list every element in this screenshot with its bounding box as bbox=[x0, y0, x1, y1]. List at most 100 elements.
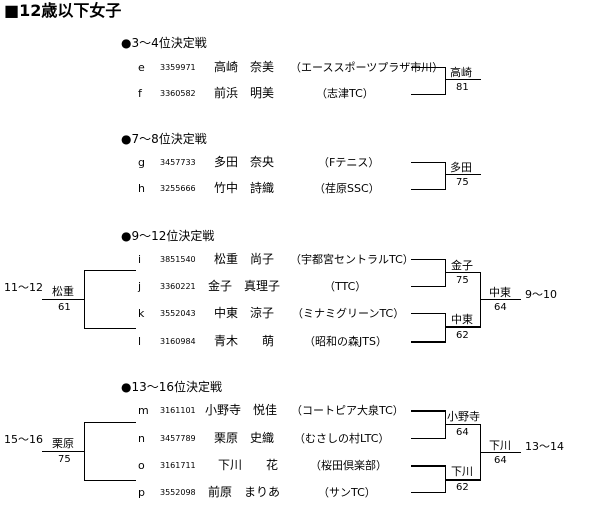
player-name: 前原 まりあ bbox=[208, 485, 281, 499]
seed-label: f bbox=[138, 87, 142, 100]
bracket-line bbox=[411, 465, 446, 467]
bracket-line bbox=[411, 189, 446, 190]
player-name: 青木 萌 bbox=[214, 334, 275, 348]
player-club: （桜田倶楽部） bbox=[310, 459, 387, 472]
bracket-winner-name: 下川 bbox=[489, 439, 511, 452]
bracket-line bbox=[445, 162, 446, 190]
bracket-line bbox=[84, 422, 136, 423]
placement-label: 13～14 bbox=[525, 440, 564, 453]
bracket-line bbox=[411, 259, 446, 260]
seed-label: m bbox=[138, 404, 149, 417]
bracket-score: 62 bbox=[456, 482, 469, 493]
bracket-score: 75 bbox=[456, 177, 469, 188]
bracket-line bbox=[445, 313, 446, 343]
bracket-line bbox=[445, 67, 446, 95]
bracket-winner-name: 多田 bbox=[450, 161, 472, 174]
player-name: 前浜 明美 bbox=[214, 86, 275, 100]
bracket-line bbox=[480, 272, 481, 328]
bracket-line bbox=[411, 286, 446, 287]
bracket-line bbox=[411, 492, 446, 493]
bracket-winner-name: 中東 bbox=[451, 313, 473, 326]
seed-label: o bbox=[138, 459, 145, 472]
seed-label: k bbox=[138, 307, 145, 320]
bracket-line bbox=[84, 270, 136, 271]
bracket-score: 75 bbox=[58, 454, 71, 465]
bracket-loser-name: 松重 bbox=[52, 285, 74, 298]
bracket-line bbox=[411, 67, 446, 68]
bracket-score: 75 bbox=[456, 275, 469, 286]
bracket-line bbox=[445, 326, 481, 328]
section-heading: ●9～12位決定戦 bbox=[121, 229, 215, 243]
bracket-line bbox=[411, 410, 446, 412]
bracket-line bbox=[411, 341, 446, 343]
bracket-score: 64 bbox=[456, 427, 469, 438]
bracket-line bbox=[445, 79, 481, 80]
bracket-score: 64 bbox=[494, 302, 507, 313]
player-id: 3360582 bbox=[160, 89, 196, 98]
player-name: 栗原 史織 bbox=[214, 431, 275, 445]
player-club: （サンTC） bbox=[318, 486, 376, 499]
section-heading: ●13～16位決定戦 bbox=[121, 380, 223, 394]
bracket-line bbox=[445, 259, 446, 287]
bracket-line bbox=[42, 451, 85, 452]
player-name: 中東 涼子 bbox=[214, 306, 275, 320]
player-id: 3359971 bbox=[160, 63, 196, 72]
bracket-line bbox=[445, 424, 481, 425]
page-title: ■12歳以下女子 bbox=[4, 1, 122, 20]
bracket-line bbox=[411, 313, 446, 314]
bracket-line bbox=[445, 479, 481, 481]
player-club: （TTC） bbox=[324, 280, 367, 293]
section-heading: ●3～4位決定戦 bbox=[121, 36, 207, 50]
bracket-line bbox=[445, 272, 481, 273]
player-name: 金子 真理子 bbox=[208, 279, 281, 293]
player-name: 竹中 詩織 bbox=[214, 181, 275, 195]
player-id: 3552098 bbox=[160, 488, 196, 497]
bracket-score: 64 bbox=[494, 455, 507, 466]
player-club: （エーススポーツプラザ市川） bbox=[290, 61, 444, 74]
seed-label: g bbox=[138, 156, 145, 169]
player-name: 松重 尚子 bbox=[214, 252, 275, 266]
player-id: 3360221 bbox=[160, 282, 196, 291]
seed-label: i bbox=[138, 253, 142, 266]
player-club: （ミナミグリーンTC） bbox=[292, 307, 405, 320]
player-club: （コートピア大泉TC） bbox=[291, 404, 404, 417]
player-id: 3457733 bbox=[160, 158, 196, 167]
bracket-line bbox=[480, 299, 521, 300]
player-id: 3161711 bbox=[160, 461, 196, 470]
player-name: 小野寺 悦佳 bbox=[205, 403, 278, 417]
bracket-winner-name: 中東 bbox=[489, 286, 511, 299]
seed-label: h bbox=[138, 182, 145, 195]
placement-label: 15～16 bbox=[4, 433, 43, 446]
player-club: （Fテニス） bbox=[318, 156, 380, 169]
bracket-line bbox=[411, 162, 446, 163]
bracket-score: 61 bbox=[58, 302, 71, 313]
player-id: 3160984 bbox=[160, 337, 196, 346]
bracket-line bbox=[445, 174, 481, 175]
bracket-line bbox=[84, 328, 136, 329]
player-club: （昭和の森JTS） bbox=[304, 335, 387, 348]
bracket-winner-name: 下川 bbox=[451, 465, 473, 478]
player-name: 高崎 奈美 bbox=[214, 60, 275, 74]
bracket-line bbox=[411, 438, 446, 439]
player-club: （荏原SSC） bbox=[314, 182, 380, 195]
seed-label: e bbox=[138, 61, 145, 74]
seed-label: l bbox=[138, 335, 142, 348]
placement-label: 11～12 bbox=[4, 281, 43, 294]
bracket-score: 62 bbox=[456, 330, 469, 341]
player-club: （宇都宮セントラルTC） bbox=[290, 253, 414, 266]
player-name: 多田 奈央 bbox=[214, 155, 275, 169]
seed-label: n bbox=[138, 432, 145, 445]
bracket-winner-name: 高崎 bbox=[450, 66, 472, 79]
bracket-loser-name: 栗原 bbox=[52, 437, 74, 450]
bracket-line bbox=[84, 480, 136, 481]
placement-label: 9～10 bbox=[525, 288, 557, 301]
seed-label: p bbox=[138, 486, 145, 499]
bracket-score: 81 bbox=[456, 82, 469, 93]
bracket-line bbox=[411, 94, 446, 95]
player-id: 3161101 bbox=[160, 406, 196, 415]
player-id: 3552043 bbox=[160, 309, 196, 318]
player-id: 3851540 bbox=[160, 255, 196, 264]
bracket-line bbox=[42, 299, 85, 300]
section-heading: ●7～8位決定戦 bbox=[121, 132, 207, 146]
bracket-winner-name: 小野寺 bbox=[447, 410, 480, 423]
